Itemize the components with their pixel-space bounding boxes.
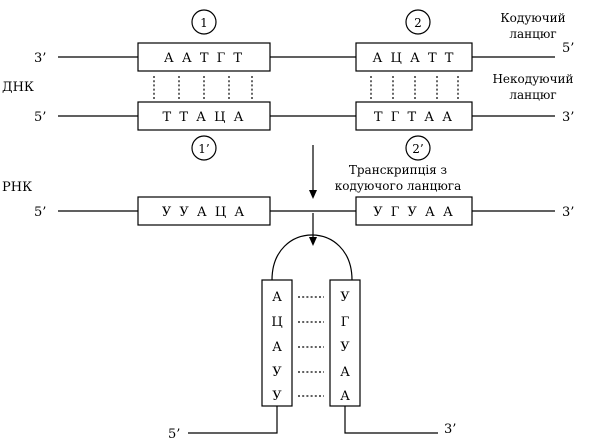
hairpin-right-base: У — [340, 290, 350, 305]
hairpin-right-base: А — [340, 365, 350, 380]
hairpin-right-base: А — [340, 389, 350, 404]
dna-bottom-box-2 — [355, 101, 473, 131]
noncoding-strand-label-line2: ланцюг — [509, 88, 556, 102]
dna-top-left-end: 3’ — [34, 51, 46, 66]
hairpin-tail-3prime — [344, 406, 438, 434]
marker-circle-2 — [405, 9, 431, 35]
rna-seq-1: У У А Ц А — [162, 205, 246, 220]
hairpin-loop — [271, 234, 353, 281]
transcription-label-line1: Транскрипція з — [349, 163, 447, 177]
dna-pair-dashes-2 — [370, 76, 459, 99]
transcription-label-line2: кодуючого ланцюга — [335, 179, 462, 193]
hairpin-left-stem-box — [261, 279, 293, 407]
dna-bottom-seq-2: Т Г Т А А — [374, 110, 454, 125]
hairpin-left-base: У — [272, 365, 282, 380]
marker-1p-label: 1’ — [198, 142, 209, 156]
dna-top-seq-2: А Ц А Т Т — [373, 51, 456, 66]
hairpin-pair-dashes — [298, 296, 324, 397]
dna-bottom-right-end: 3’ — [562, 110, 574, 125]
dna-pair-dashes-1 — [153, 76, 253, 99]
marker-2p-label: 2’ — [412, 142, 423, 156]
hairpin-left-base: У — [272, 389, 282, 404]
rna-right-end: 3’ — [562, 205, 574, 220]
hairpin-left-stem-letters: А Ц А У У — [271, 290, 282, 404]
marker-2-label: 2 — [414, 16, 422, 30]
hairpin-right-stem-letters: У Г У А А — [340, 290, 350, 404]
dna-bottom-box-1 — [137, 101, 271, 131]
coding-strand-label-line2: ланцюг — [509, 27, 556, 41]
marker-circle-2p — [405, 135, 431, 161]
rna-seq-2: У Г У А А — [373, 205, 455, 220]
dna-top-right-end: 5’ — [562, 41, 574, 56]
coding-strand-label-line1: Кодуючий — [500, 11, 565, 25]
marker-circle-1 — [191, 9, 217, 35]
dna-top-box-1 — [137, 42, 271, 72]
dna-top-seq-1: А А Т Г Т — [164, 51, 244, 66]
noncoding-strand-label-line1: Некодуючий — [492, 72, 573, 86]
hairpin-3prime-end: 3’ — [444, 422, 456, 437]
dna-label: ДНК — [2, 80, 34, 95]
dna-top-box-2 — [355, 42, 473, 72]
hairpin-right-base: У — [340, 340, 350, 355]
dna-bottom-seq-1: Т Т А Ц А — [163, 110, 246, 125]
hairpin-left-base: Ц — [271, 315, 282, 330]
hairpin-right-base: Г — [341, 315, 350, 330]
rna-left-end: 5’ — [34, 205, 46, 220]
rna-box-1 — [137, 196, 271, 226]
rna-box-2 — [355, 196, 473, 226]
hairpin-left-base: А — [272, 340, 282, 355]
marker-circle-1p — [191, 135, 217, 161]
hairpin-tail-5prime — [188, 406, 278, 434]
dna-bottom-left-end: 5’ — [34, 110, 46, 125]
folding-arrow-head — [309, 237, 317, 246]
transcription-arrow-head — [309, 190, 317, 199]
hairpin-right-stem-box — [329, 279, 361, 407]
hairpin-left-base: А — [272, 290, 282, 305]
rna-label: РНК — [2, 180, 32, 195]
marker-1-label: 1 — [200, 16, 208, 30]
hairpin-5prime-end: 5’ — [168, 427, 180, 442]
